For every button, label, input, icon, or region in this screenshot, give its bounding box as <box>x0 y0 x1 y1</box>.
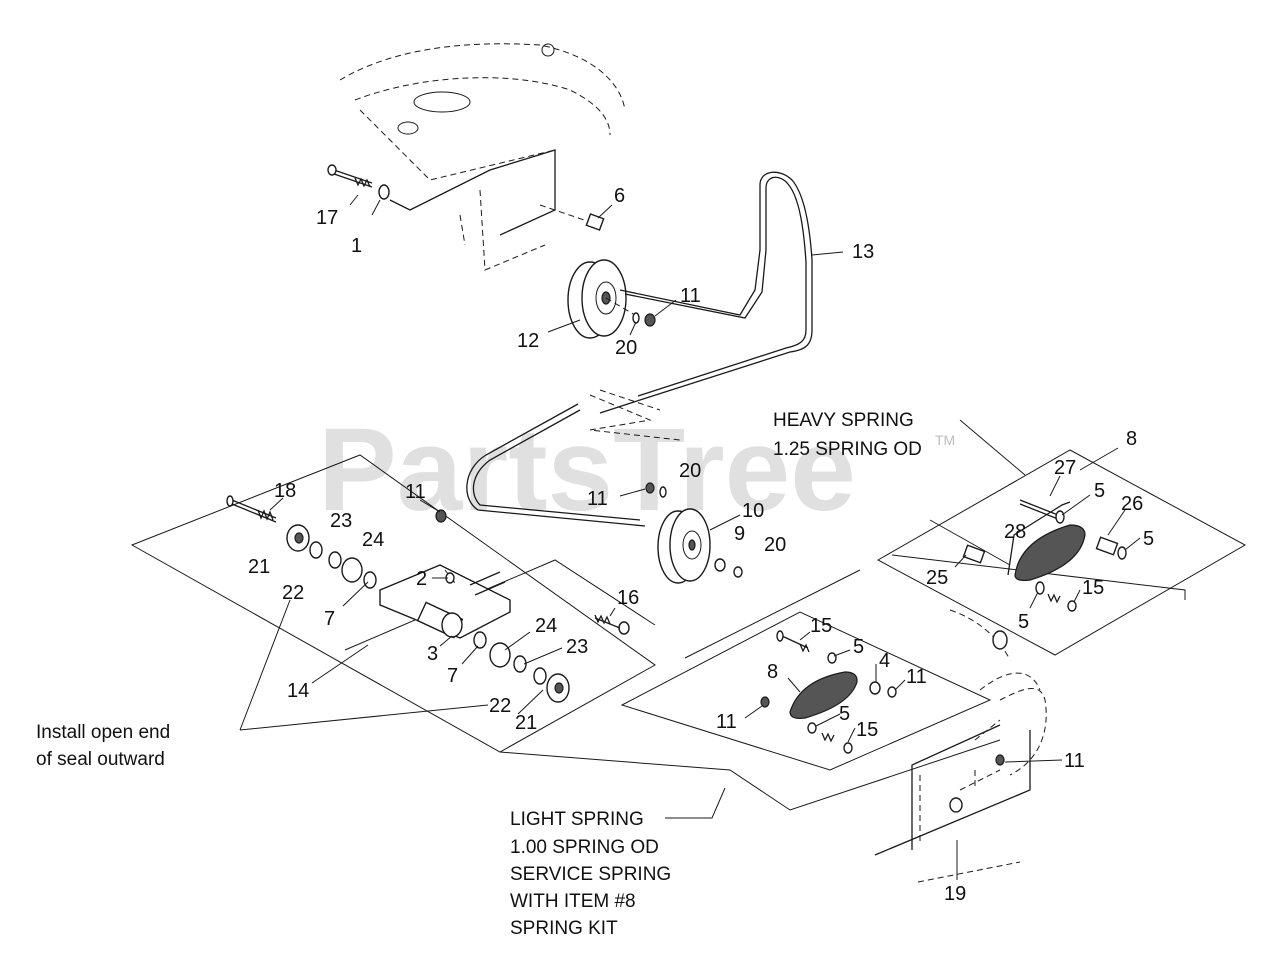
callout-22-right: 22 <box>489 695 511 717</box>
callout-7-left: 7 <box>324 608 335 630</box>
note-light-spring: LIGHT SPRING 1.00 SPRING OD SERVICE SPRI… <box>510 809 671 939</box>
belt-13 <box>466 171 813 527</box>
callout-15-heavy: 15 <box>1082 577 1104 599</box>
light-spring-assembly <box>760 630 897 754</box>
callout-11-pulley: 11 <box>587 488 608 510</box>
callout-8-light: 8 <box>767 661 778 683</box>
leader-lines <box>239 194 1141 880</box>
note-light-spring-line4: WITH ITEM #8 <box>510 891 636 912</box>
callout-15-light-top: 15 <box>810 615 832 637</box>
callout-24-right: 24 <box>535 615 557 637</box>
callout-5-light-top: 5 <box>853 636 864 658</box>
callout-1: 1 <box>351 235 362 257</box>
callout-9: 9 <box>734 523 745 545</box>
callout-11-frame: 11 <box>1064 750 1085 772</box>
bolt-18 <box>226 495 277 523</box>
watermark-trademark: TM <box>935 432 955 448</box>
callout-20-upper: 20 <box>615 337 637 359</box>
callout-21-left: 21 <box>248 556 270 578</box>
callout-12: 12 <box>517 330 539 352</box>
callout-25: 25 <box>926 567 948 589</box>
engine-deck <box>339 43 626 271</box>
callout-17: 17 <box>316 207 338 229</box>
spacer-9 <box>714 558 726 572</box>
idler-arm-2 <box>379 564 511 639</box>
nut-11-pulley <box>645 482 655 494</box>
callout-18: 18 <box>274 480 296 502</box>
pulley-12 <box>567 259 641 339</box>
idler-plane <box>130 454 656 753</box>
callout-22-left: 22 <box>282 582 304 604</box>
callout-2: 2 <box>416 568 427 590</box>
washer-20-lower <box>733 566 743 578</box>
callouts: 17 1 6 13 11 12 20 8 27 20 11 10 26 5 5 … <box>248 185 1154 905</box>
note-seal-line1: Install open end <box>36 722 170 743</box>
note-light-spring-line1: LIGHT SPRING <box>510 809 644 830</box>
callout-5-heavy-bottom: 5 <box>1018 611 1029 633</box>
callout-19: 19 <box>944 883 966 905</box>
nut-11-upper <box>644 313 656 327</box>
callout-3: 3 <box>427 643 438 665</box>
callout-15-light-bottom: 15 <box>856 719 878 741</box>
idler-pulley-10 <box>657 508 711 584</box>
callout-5-heavy-right: 5 <box>1143 528 1154 550</box>
frame <box>499 449 1247 883</box>
note-seal-line2: of seal outward <box>36 749 165 770</box>
callout-14: 14 <box>287 680 309 702</box>
note-light-spring-line5: SPRING KIT <box>510 918 618 939</box>
callout-5-heavy-top: 5 <box>1094 480 1105 502</box>
callout-6: 6 <box>614 185 625 207</box>
callout-16: 16 <box>617 587 639 609</box>
callout-23-left: 23 <box>330 510 352 532</box>
bolt-16 <box>594 614 630 635</box>
callout-7-right: 7 <box>447 665 458 687</box>
callout-21-right: 21 <box>515 712 537 734</box>
callout-24-left: 24 <box>362 529 384 551</box>
callout-23-right: 23 <box>566 636 588 658</box>
washer-20-upper <box>632 312 640 324</box>
note-heavy-spring-line2: 1.25 SPRING OD <box>773 439 922 460</box>
callout-20-lower: 20 <box>764 534 786 556</box>
callout-5-light-bottom: 5 <box>839 703 850 725</box>
note-heavy-spring: HEAVY SPRING 1.25 SPRING OD <box>773 410 922 460</box>
callout-11-mid: 11 <box>405 481 426 503</box>
callout-13: 13 <box>852 241 874 263</box>
callout-28: 28 <box>1004 521 1026 543</box>
watermark: PartsTree <box>318 404 856 536</box>
washer-1 <box>378 184 390 200</box>
washer-20-mid <box>659 486 667 498</box>
note-light-spring-line3: SERVICE SPRING <box>510 864 671 885</box>
note-heavy-spring-line1: HEAVY SPRING <box>773 410 914 431</box>
bearing-stack-right <box>473 631 570 703</box>
callout-11-light-left: 11 <box>716 711 737 733</box>
note-seal: Install open end of seal outward <box>36 722 170 770</box>
heavy-spring-assembly <box>962 499 1127 612</box>
bearing-stack-left <box>286 524 377 589</box>
callout-26: 26 <box>1121 493 1143 515</box>
note-light-spring-line2: 1.00 SPRING OD <box>510 837 659 858</box>
nut-11-mid <box>435 509 447 523</box>
callout-27: 27 <box>1054 457 1076 479</box>
spacer-6 <box>539 204 605 231</box>
callout-11-light-right: 11 <box>906 666 927 688</box>
callout-20-mid: 20 <box>679 460 701 482</box>
callout-10: 10 <box>742 500 764 522</box>
bolt-17 <box>327 164 373 188</box>
callout-4: 4 <box>879 650 890 672</box>
callout-11-upper: 11 <box>680 285 701 307</box>
callout-8-heavy: 8 <box>1126 428 1137 450</box>
